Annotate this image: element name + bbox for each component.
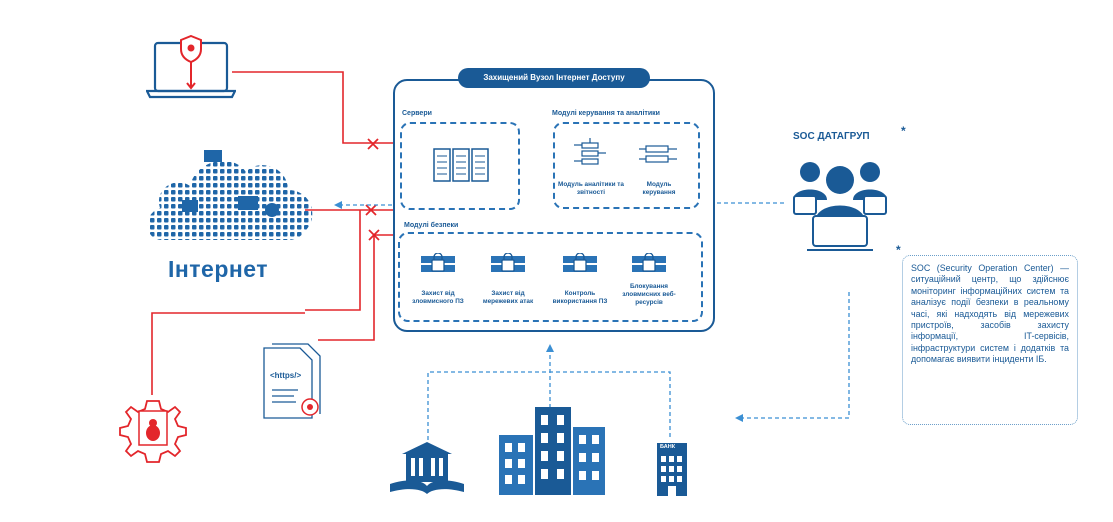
analytics-module-icon	[574, 138, 606, 165]
security-module-malware: Захист від зловмисного ПЗ	[412, 290, 464, 305]
analytics-module-label: Модуль аналітики та звітності	[558, 181, 624, 196]
management-box	[553, 122, 700, 209]
servers-label: Сервери	[402, 110, 432, 117]
soc-operators-icon	[793, 162, 887, 251]
control-module-label: Модуль керування	[642, 181, 676, 196]
security-module-network-attacks: Захист від мережевих атак	[482, 290, 534, 305]
secure-node-title: Захищений Вузол Інтернет Доступу	[458, 68, 650, 88]
security-modules-label: Модулі безпеки	[404, 222, 459, 229]
server-rack-icon	[433, 148, 489, 182]
soc-asterisk: *	[901, 124, 906, 138]
block-x-marks	[365, 138, 380, 241]
library-building-icon	[390, 442, 464, 494]
soc-title: SOC ДАТАГРУП	[793, 131, 870, 142]
lock-server-icon	[563, 253, 597, 272]
lock-server-icon	[491, 253, 525, 272]
threat-line-https	[318, 234, 393, 341]
security-modules-box	[398, 232, 703, 322]
internet-cloud-icon	[147, 150, 313, 240]
bank-building-icon	[657, 443, 687, 496]
laptop-icon	[146, 35, 236, 99]
management-label: Модулі керування та аналітики	[552, 110, 660, 117]
servers-box	[400, 122, 520, 210]
malware-gear-icon	[119, 400, 187, 463]
control-module-icon	[639, 145, 677, 163]
bank-sign: БАНК	[660, 444, 676, 450]
note-asterisk: *	[896, 243, 901, 257]
flow-clients	[427, 371, 671, 447]
https-file-icon	[263, 343, 321, 419]
internet-label: Інтернет	[168, 256, 269, 282]
security-module-web-blocking: Блокування зловмисних веб-ресурсів	[622, 283, 676, 306]
lock-server-icon	[632, 253, 666, 272]
soc-definition-note: SOC (Security Operation Center) — ситуац…	[902, 255, 1078, 425]
office-buildings-icon	[499, 407, 605, 495]
threat-line-malware	[151, 312, 305, 395]
flow-soc-to-clients	[742, 292, 850, 419]
https-tag: <https/>	[270, 371, 302, 380]
security-module-software-control: Контроль використання ПЗ	[552, 290, 608, 305]
threat-line-laptop	[232, 71, 393, 144]
lock-server-icon	[421, 253, 455, 272]
